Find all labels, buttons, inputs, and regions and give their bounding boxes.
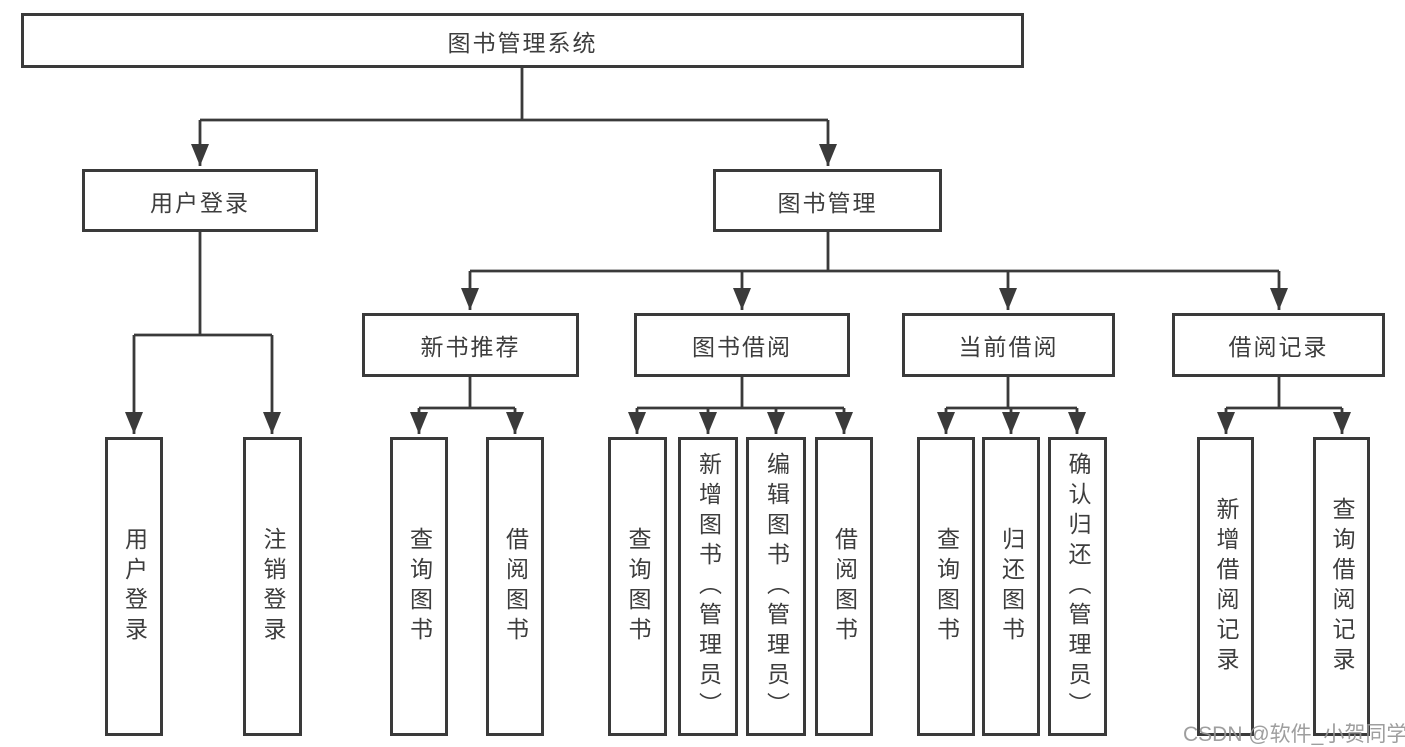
node-user-login: 用户登录 — [82, 169, 318, 232]
node-current-borrowing: 当前借阅 — [902, 313, 1115, 377]
node-label: 新书推荐 — [420, 334, 521, 360]
node-label: 确认归还（管理员） — [1065, 451, 1091, 722]
leaf-add-book-admin: 新增图书（管理员） — [678, 437, 738, 736]
node-book-management: 图书管理 — [713, 169, 942, 232]
leaf-borrow-books-recommendation: 借阅图书 — [486, 437, 544, 736]
node-book-borrowing: 图书借阅 — [634, 313, 850, 377]
node-label: 编辑图书（管理员） — [763, 451, 790, 722]
leaf-query-books-recommendation: 查询图书 — [390, 437, 448, 736]
node-label: 查询图书 — [625, 526, 651, 647]
node-label: 查询图书 — [406, 526, 433, 647]
leaf-return-book: 归还图书 — [982, 437, 1040, 736]
node-label: 注销登录 — [260, 526, 286, 647]
node-label: 新增图书（管理员） — [695, 451, 722, 722]
node-label: 当前借阅 — [958, 334, 1059, 360]
node-borrowing-records: 借阅记录 — [1172, 313, 1385, 377]
node-label: 查询图书 — [933, 526, 960, 647]
node-new-book-recommendation: 新书推荐 — [362, 313, 579, 377]
node-label: 借阅记录 — [1228, 334, 1329, 360]
node-label: 图书管理 — [777, 189, 878, 216]
node-label: 图书借阅 — [692, 334, 792, 360]
leaf-logout: 注销登录 — [243, 437, 302, 736]
csdn-watermark: CSDN @软件_小贺同学 — [1183, 723, 1405, 746]
connector-group — [125, 68, 1351, 434]
node-label: 图书管理系统 — [447, 29, 598, 56]
leaf-user-login: 用户登录 — [105, 437, 163, 736]
node-label: 查询借阅记录 — [1329, 496, 1355, 677]
node-label: 用户登录 — [121, 526, 148, 647]
leaf-confirm-return-admin: 确认归还（管理员） — [1048, 437, 1107, 736]
leaf-borrow-books-borrowing: 借阅图书 — [815, 437, 873, 736]
node-library-management-system: 图书管理系统 — [21, 13, 1024, 68]
node-label: 用户登录 — [150, 189, 250, 216]
node-label: 新增借阅记录 — [1213, 496, 1239, 677]
node-label: 借阅图书 — [502, 526, 529, 647]
node-label: 归还图书 — [998, 526, 1025, 647]
leaf-edit-book-admin: 编辑图书（管理员） — [746, 437, 806, 736]
leaf-query-borrow-record: 查询借阅记录 — [1313, 437, 1370, 736]
leaf-query-books-current: 查询图书 — [917, 437, 975, 736]
node-label: 借阅图书 — [831, 526, 858, 647]
leaf-add-borrow-record: 新增借阅记录 — [1197, 437, 1254, 736]
leaf-query-books-borrowing: 查询图书 — [608, 437, 667, 736]
